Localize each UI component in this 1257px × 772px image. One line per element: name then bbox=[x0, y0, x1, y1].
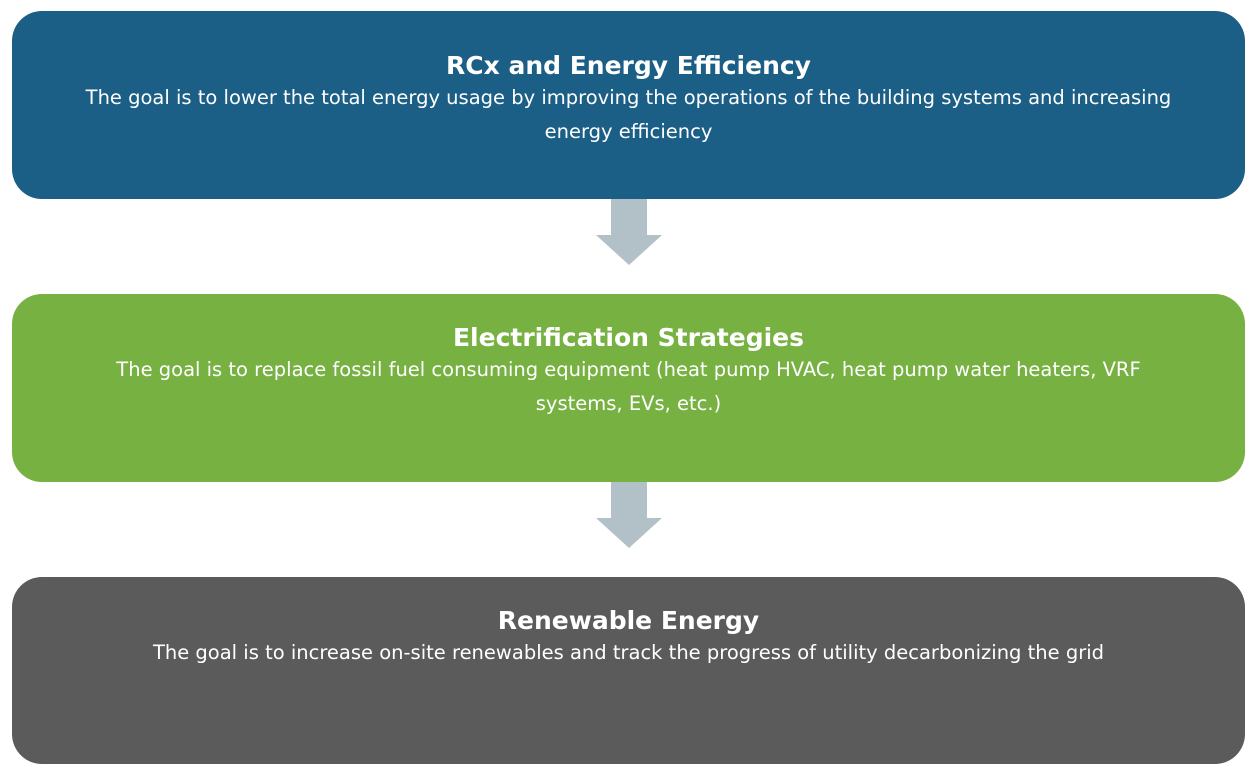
step-box-rcx-energy-efficiency: RCx and Energy Efficiency The goal is to… bbox=[12, 11, 1245, 199]
step-title: Renewable Energy bbox=[497, 606, 760, 635]
step-description: The goal is to lower the total energy us… bbox=[85, 86, 1172, 143]
step-title: RCx and Energy Efficiency bbox=[446, 51, 811, 80]
step-title: Electrification Strategies bbox=[452, 323, 805, 352]
step-box-renewable-energy: Renewable Energy The goal is to increase… bbox=[12, 577, 1245, 764]
down-arrow-shape bbox=[596, 199, 662, 265]
down-arrow-icon bbox=[596, 199, 662, 265]
step-description: The goal is to replace fossil fuel consu… bbox=[116, 358, 1141, 415]
step-description: The goal is to increase on-site renewabl… bbox=[152, 641, 1105, 664]
down-arrow-shape bbox=[596, 482, 662, 548]
down-arrow-icon bbox=[596, 482, 662, 548]
step-box-electrification-strategies: Electrification Strategies The goal is t… bbox=[12, 294, 1245, 482]
